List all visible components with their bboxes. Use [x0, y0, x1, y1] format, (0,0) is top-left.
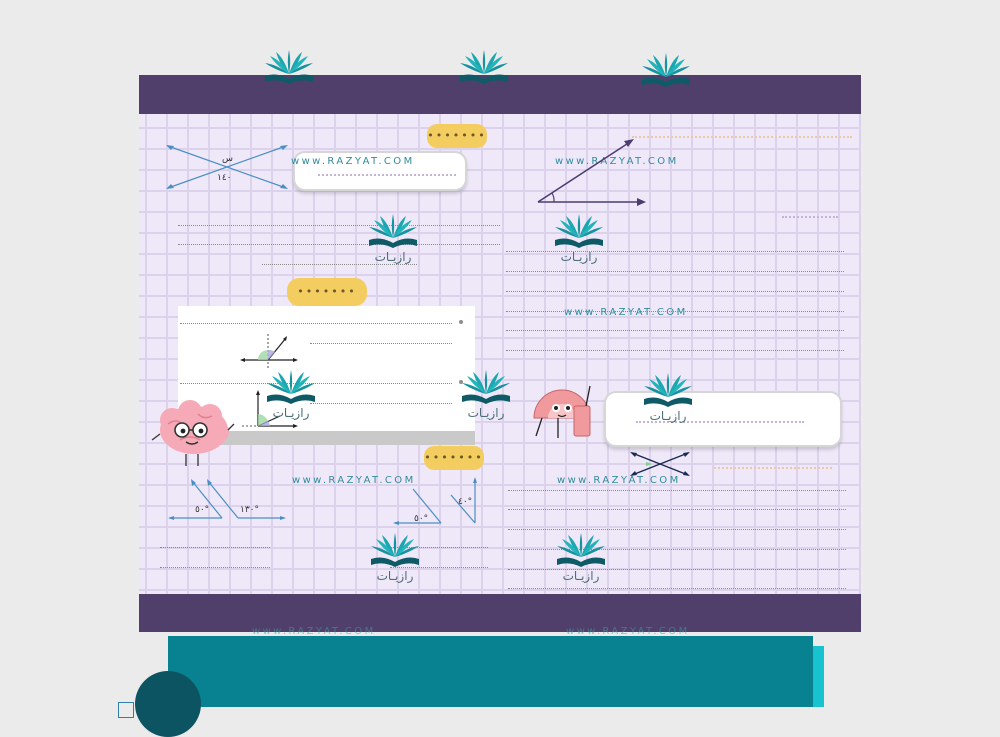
crossing-lines-figure: [166, 145, 288, 189]
answer-line: [508, 529, 846, 530]
answer-tag-middle: •••••••: [287, 278, 367, 306]
angle-label-140: ١٤٠: [217, 173, 232, 183]
angle-label-x: س: [222, 154, 233, 164]
watermark-name: رازيـات: [376, 569, 414, 583]
answer-line: [508, 588, 846, 589]
answer-line-orange: [714, 467, 832, 469]
watermark-logo: رازيـات: [369, 530, 421, 582]
answer-line: [310, 343, 452, 344]
answer-line: [506, 350, 844, 351]
watermark-name: رازيـات: [562, 569, 600, 583]
angle-label-50b: ٥٠°: [414, 514, 429, 524]
angle-figure-small: [240, 334, 298, 368]
question-box-shadow: [178, 431, 475, 445]
watermark-url: www.RAZYAT.COM: [292, 475, 416, 486]
angle-label-40: ٤٠°: [458, 497, 473, 507]
right-angle-figure-small: [242, 390, 298, 428]
watermark-url: www.RAZYAT.COM: [252, 626, 376, 637]
worksheet-grid: [139, 75, 861, 632]
watermark-url: www.RAZYAT.COM: [566, 626, 690, 637]
footer-square: [118, 702, 134, 718]
answer-line: [508, 549, 846, 550]
list-bullet: [459, 320, 463, 324]
answer-pill-right[interactable]: [604, 391, 842, 447]
watermark-logo: رازيـات: [642, 370, 694, 422]
acute-angle-figure: [537, 139, 646, 206]
header-band: [139, 75, 861, 114]
question-box: [178, 306, 475, 433]
answer-line: [180, 383, 452, 384]
answer-line: [506, 291, 844, 292]
watermark-logo: رازيـات: [553, 211, 605, 263]
intersecting-lines-small: [630, 452, 690, 476]
watermark-logo: رازيـات: [265, 367, 317, 419]
watermark-name: رازيـات: [467, 406, 505, 420]
answer-line: [508, 490, 846, 491]
angle-figure-center: [393, 477, 477, 525]
watermark-name: رازيـات: [272, 406, 310, 420]
answer-line: [506, 330, 844, 331]
watermark-logo: رازيـات: [460, 367, 512, 419]
watermark-url: www.RAZYAT.COM: [557, 475, 681, 486]
answer-line: [310, 403, 452, 404]
teal-footer-edge: [813, 646, 824, 707]
watermark-url: www.RAZYAT.COM: [555, 156, 679, 167]
pill-dotted-line: [636, 421, 804, 423]
open-book-logo-icon: [263, 47, 315, 87]
answer-line-orange: [632, 136, 852, 138]
watermark-url: www.RAZYAT.COM: [564, 307, 688, 318]
list-bullet: [459, 380, 463, 384]
answer-line: [506, 311, 844, 312]
pill-dotted-line: [318, 174, 456, 176]
answer-line: [178, 225, 500, 226]
answer-line: [160, 567, 270, 568]
watermark-logo: رازيـات: [367, 211, 419, 263]
protractor-mascot-icon: [533, 385, 591, 438]
answer-line: [390, 547, 488, 548]
answer-line: [178, 244, 500, 245]
answer-line: [506, 251, 844, 252]
watermark-name: رازيـات: [374, 250, 412, 264]
answer-line: [262, 264, 417, 265]
answer-line: [508, 509, 846, 510]
answer-tag-top: •••••••: [427, 124, 487, 148]
answer-line: [390, 567, 488, 568]
watermark-logo: رازيـات: [555, 530, 607, 582]
angle-label-130: ١٣٠°: [240, 505, 260, 515]
answer-line: [160, 547, 270, 548]
teal-footer-strip: [168, 636, 813, 707]
answer-line: [506, 271, 844, 272]
watermark-url: www.RAZYAT.COM: [291, 156, 415, 167]
footer-circle: [135, 671, 201, 737]
answer-line: [180, 323, 452, 324]
watermark-name: رازيـات: [560, 250, 598, 264]
open-book-logo-icon: [458, 47, 510, 87]
answer-pill-top[interactable]: [293, 151, 467, 191]
answer-tag-bottom: •••••••: [424, 446, 484, 470]
angle-label-50: ٥٠°: [195, 505, 210, 515]
brain-mascot-icon: [151, 400, 235, 466]
footer-band: [139, 594, 861, 632]
parallel-lines-figure-left: [168, 479, 286, 520]
answer-line: [508, 569, 846, 570]
short-dotted-mark: [782, 216, 838, 218]
watermark-name: رازيـات: [649, 409, 687, 423]
open-book-logo-icon: [640, 50, 692, 90]
